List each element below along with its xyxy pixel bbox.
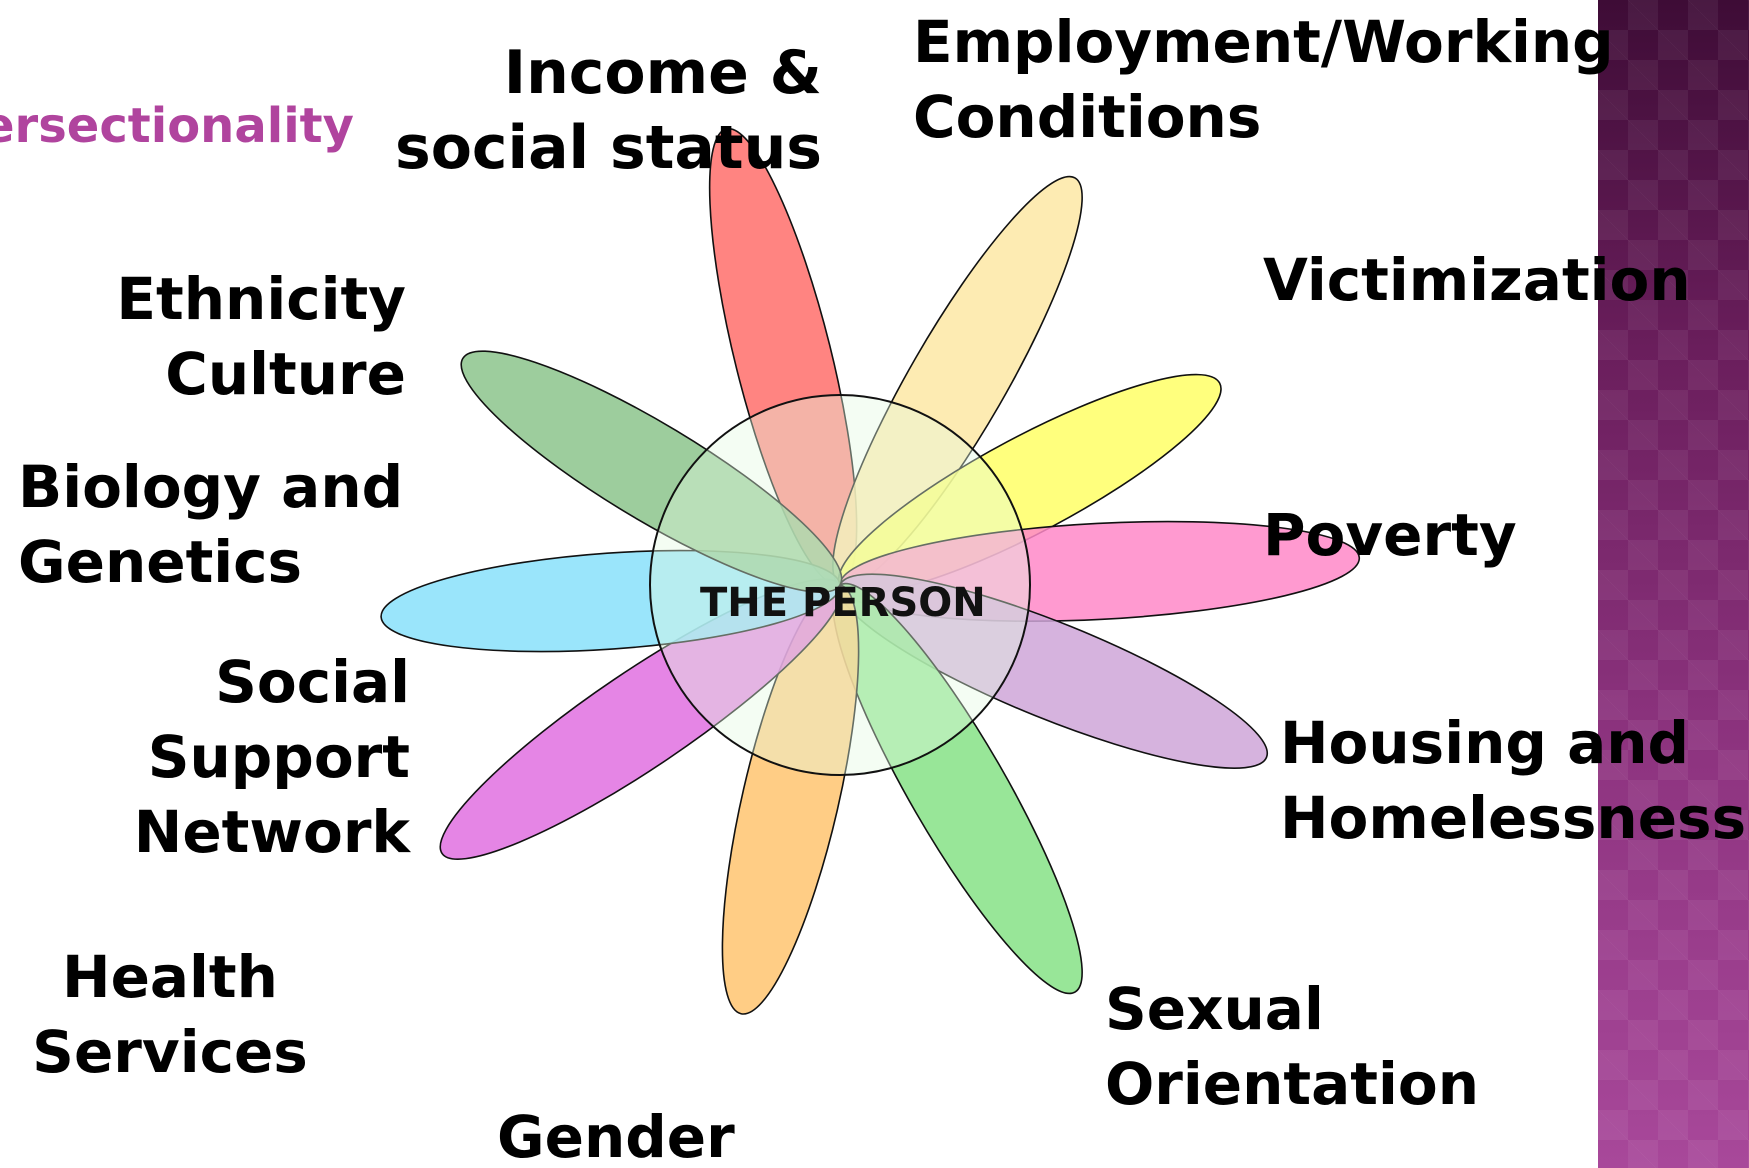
- label-line: Housing and: [1280, 709, 1690, 777]
- label-victimization: Victimization: [1263, 243, 1691, 318]
- label-line: Culture: [165, 340, 406, 408]
- label-line: social status: [395, 113, 823, 183]
- label-line: Genetics: [18, 528, 303, 596]
- label-biology: Biology and Genetics: [18, 450, 403, 600]
- label-line: Orientation: [1105, 1050, 1480, 1118]
- label-line: Income &: [503, 38, 823, 108]
- person-circle: [649, 394, 1031, 776]
- label-line: Homelessness: [1280, 784, 1747, 852]
- label-line: Services: [32, 1018, 308, 1086]
- label-sexual-orientation: Sexual Orientation: [1105, 972, 1479, 1122]
- label-line: Conditions: [913, 83, 1262, 151]
- label-employment: Employment/Working Conditions: [913, 5, 1614, 155]
- label-social-support: Social Support Network: [110, 645, 410, 870]
- slide-heading: ersectionality: [0, 98, 354, 154]
- label-health-services: Health Services: [30, 940, 310, 1090]
- label-line: Employment/Working: [913, 8, 1614, 76]
- label-income: Income & social status: [395, 36, 822, 186]
- label-line: Biology and: [18, 453, 404, 521]
- label-line: Network: [133, 798, 410, 866]
- label-line: Social: [215, 648, 410, 716]
- label-line: Poverty: [1263, 501, 1517, 569]
- decorative-side-panel: [1598, 0, 1749, 1168]
- label-housing: Housing and Homelessness: [1280, 706, 1746, 856]
- label-ethnicity: Ethnicity Culture: [80, 262, 406, 412]
- label-line: Sexual: [1105, 975, 1324, 1043]
- label-line: Victimization: [1263, 246, 1691, 314]
- label-line: Support: [147, 723, 410, 791]
- label-gender: Gender: [497, 1100, 735, 1168]
- petal-group: [380, 127, 1361, 1015]
- label-line: Ethnicity: [116, 265, 406, 333]
- center-label: THE PERSON: [700, 580, 986, 626]
- label-line: Health: [62, 943, 278, 1011]
- petal-ethnicity: [460, 350, 843, 594]
- label-poverty: Poverty: [1263, 498, 1517, 573]
- label-line: Gender: [497, 1103, 735, 1168]
